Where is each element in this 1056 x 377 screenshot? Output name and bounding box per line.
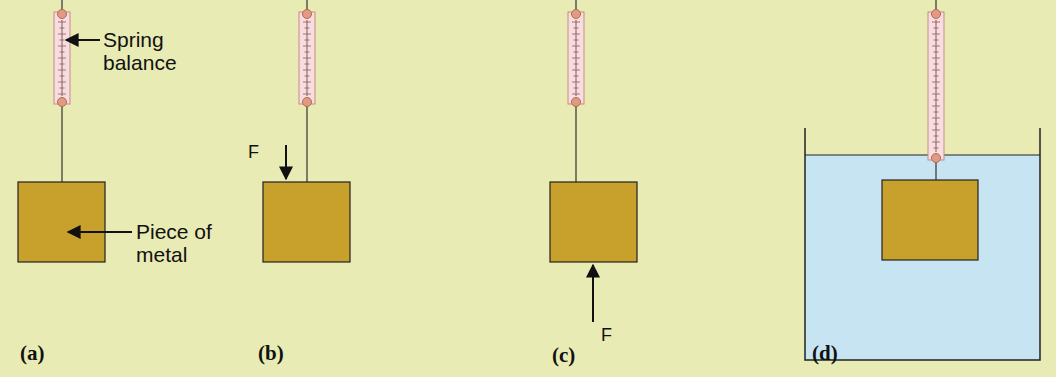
- spring-balance: [568, 10, 584, 107]
- water: [805, 155, 1040, 360]
- spring-balance: [299, 10, 315, 107]
- panel-letter: (c): [552, 344, 612, 366]
- part-label: Piece of metal: [136, 220, 231, 266]
- panel-letter: (d): [812, 342, 872, 364]
- panel-letter: (a): [20, 342, 80, 364]
- spring-balance: [928, 10, 944, 163]
- beaker: [805, 128, 1040, 360]
- panel-letter: (b): [258, 342, 318, 364]
- spring-balance: [54, 10, 944, 163]
- force-arrow: [592, 265, 594, 322]
- force-arrow: [285, 145, 287, 179]
- leader-arrow: [68, 231, 132, 233]
- force-label: F: [601, 325, 631, 345]
- water-surface: [805, 154, 1040, 155]
- part-label: Spring balance: [103, 28, 198, 74]
- spring-balance: [54, 10, 70, 107]
- strings: [62, 0, 936, 182]
- leader-arrow: [66, 39, 100, 41]
- force-label: F: [248, 142, 278, 162]
